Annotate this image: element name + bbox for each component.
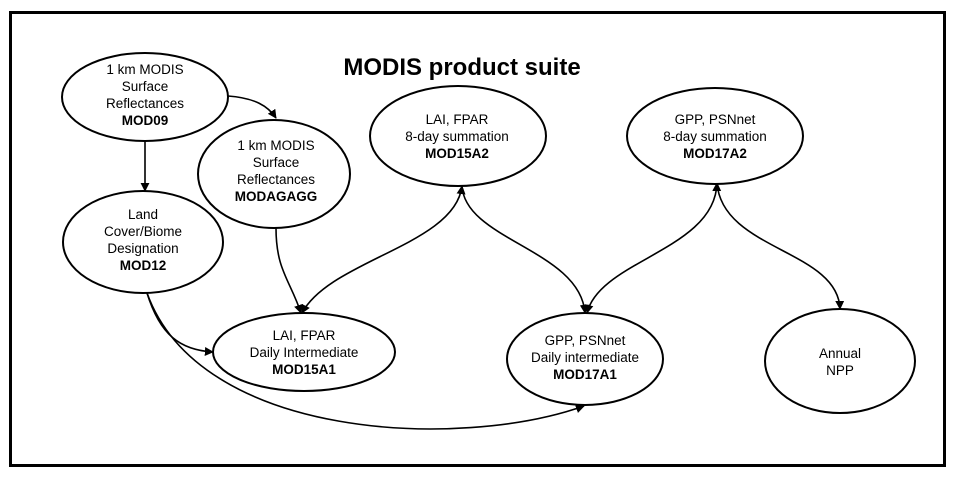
diagram-title: MODIS product suite (343, 54, 580, 81)
edge-mod15a2-mod17a1 (461, 185, 589, 314)
node-mod09-line-2: Surface (122, 79, 169, 94)
node-npp: Annual NPP (764, 308, 916, 414)
node-modagagg-shape (197, 119, 351, 229)
edge-mod09-modagagg (227, 95, 277, 119)
node-modagagg-line-1: 1 km MODIS (237, 138, 314, 153)
node-mod15a2-shape (369, 85, 547, 187)
node-mod09-line-1: 1 km MODIS (106, 62, 183, 77)
node-mod12-line-3: Designation (107, 241, 178, 256)
node-mod12-line-2: Cover/Biome (104, 224, 182, 239)
node-mod15a2-line-2: 8-day summation (405, 129, 509, 144)
node-mod17a2-code: MOD17A2 (683, 146, 747, 161)
node-mod09-code: MOD09 (122, 113, 169, 128)
edge-mod17a2-npp (716, 182, 845, 310)
node-mod12-line-1: Land (128, 207, 158, 222)
node-mod12: Land Cover/Biome Designation MOD12 (62, 190, 224, 294)
node-mod09-line-3: Reflectances (106, 96, 184, 111)
node-mod15a2-code: MOD15A2 (425, 146, 489, 161)
node-mod17a2-line-2: 8-day summation (663, 129, 767, 144)
edge-mod12-mod17a1 (146, 292, 585, 430)
node-mod17a2: GPP, PSNnet 8-day summation MOD17A2 (626, 87, 804, 185)
node-mod17a1-line-1: GPP, PSNnet (545, 333, 626, 348)
node-modagagg-code: MODAGAGG (235, 189, 318, 204)
edges (140, 95, 845, 430)
node-mod15a2-line-1: LAI, FPAR (426, 112, 489, 127)
node-mod15a1-code: MOD15A1 (272, 362, 336, 377)
node-mod15a2: LAI, FPAR 8-day summation MOD15A2 (369, 85, 547, 187)
node-mod09: 1 km MODIS Surface Reflectances MOD09 (61, 52, 229, 142)
node-mod17a1-code: MOD17A1 (553, 367, 617, 382)
edge-modagagg-mod15a1 (275, 227, 303, 314)
edge-mod17a1-mod17a2 (584, 182, 722, 314)
node-mod17a1-shape (506, 312, 664, 406)
node-modagagg-line-2: Surface (253, 155, 300, 170)
node-modagagg: 1 km MODIS Surface Reflectances MODAGAGG (197, 119, 351, 229)
node-mod17a2-line-1: GPP, PSNnet (675, 112, 756, 127)
node-npp-shape (764, 308, 916, 414)
node-mod17a1: GPP, PSNnet Daily intermediate MOD17A1 (506, 312, 664, 406)
node-mod09-shape (61, 52, 229, 142)
node-npp-line-2: NPP (826, 363, 854, 378)
node-mod15a1: LAI, FPAR Daily Intermediate MOD15A1 (212, 312, 396, 392)
edge-mod15a1-mod15a2 (301, 185, 466, 314)
node-mod15a1-line-1: LAI, FPAR (273, 328, 336, 343)
node-mod15a1-line-2: Daily Intermediate (250, 345, 359, 360)
edge-mod12-mod15a1 (146, 292, 214, 356)
node-mod17a2-shape (626, 87, 804, 185)
node-modagagg-line-3: Reflectances (237, 172, 315, 187)
node-mod12-shape (62, 190, 224, 294)
node-npp-line-1: Annual (819, 346, 861, 361)
diagram-frame (9, 11, 946, 467)
node-mod15a1-shape (212, 312, 396, 392)
node-mod12-code: MOD12 (120, 258, 167, 273)
node-mod17a1-line-2: Daily intermediate (531, 350, 639, 365)
